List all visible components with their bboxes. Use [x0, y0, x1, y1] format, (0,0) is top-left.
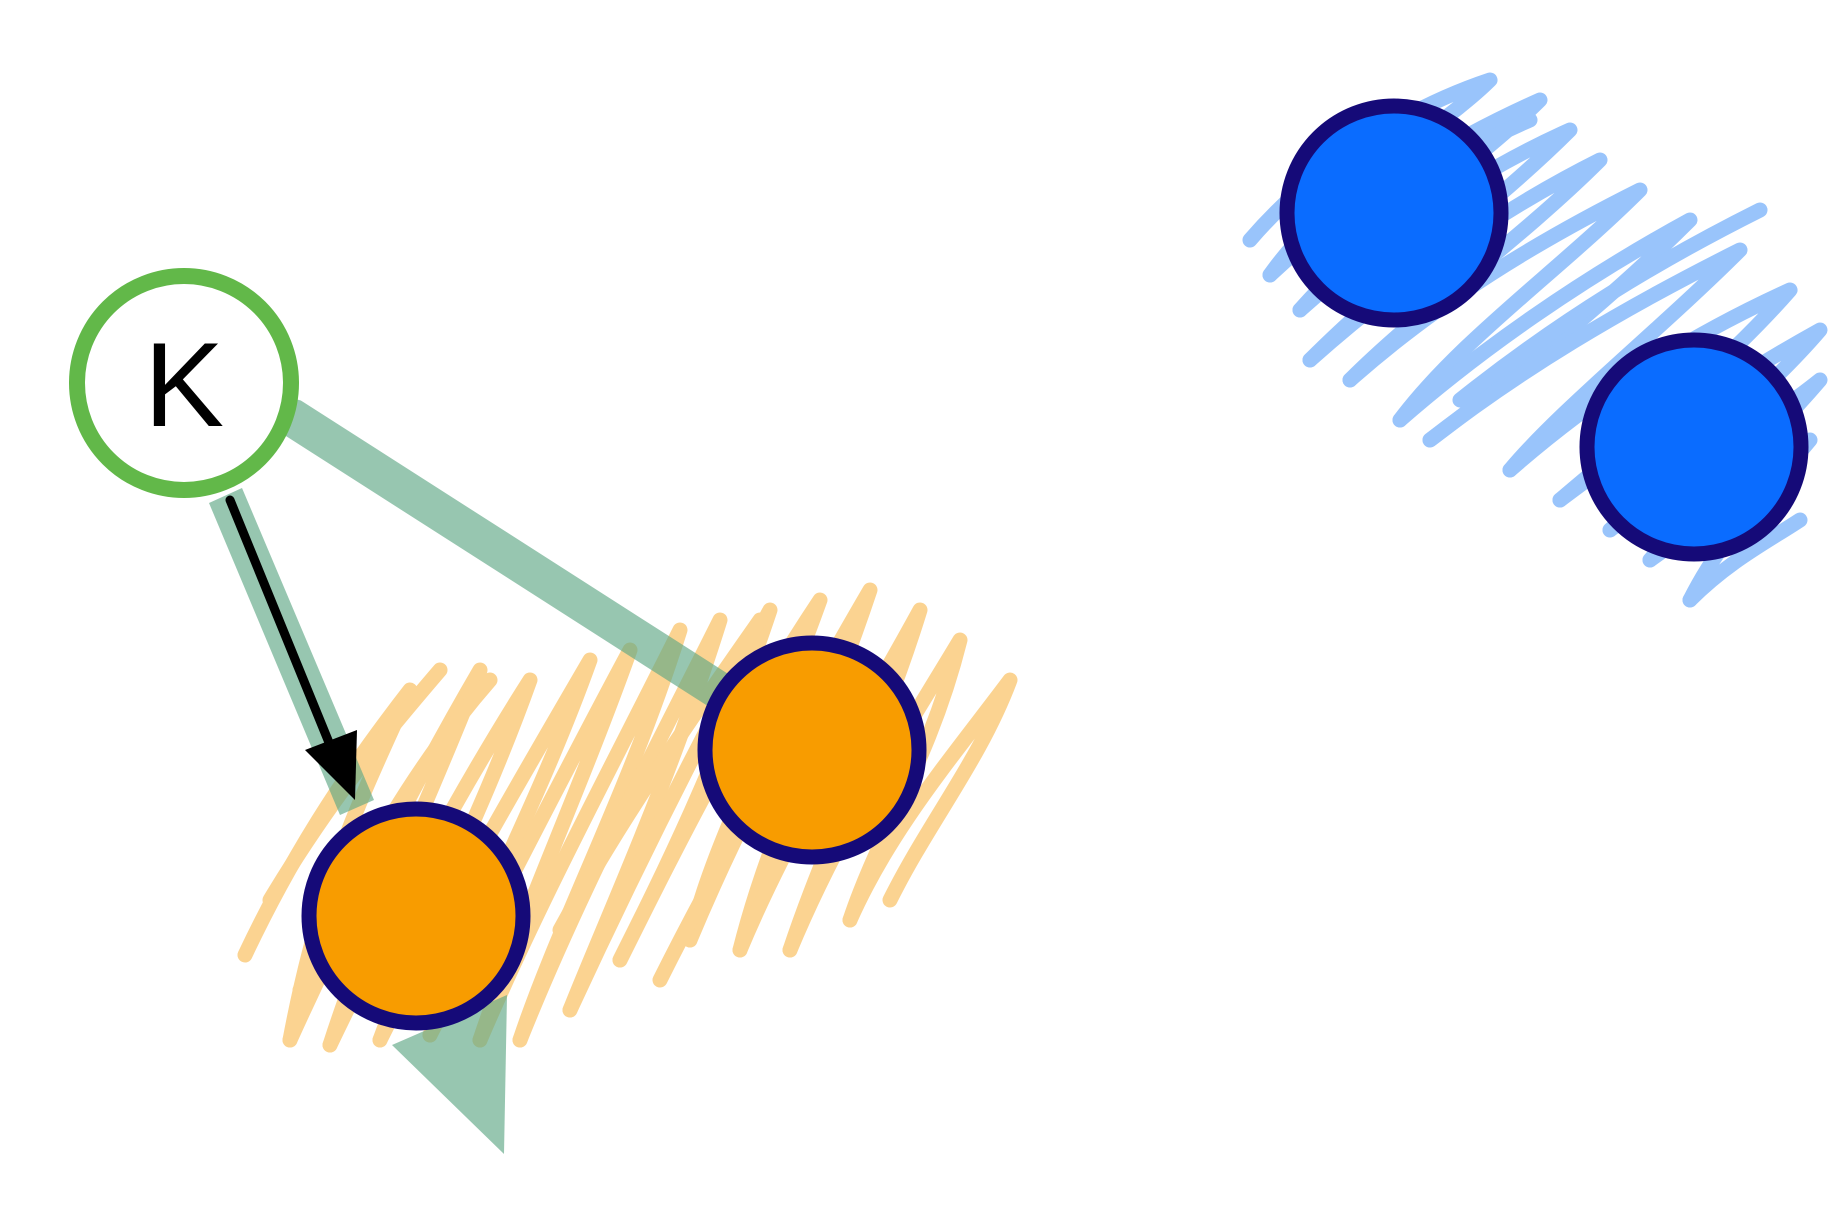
orange-node-2-circle	[697, 635, 927, 865]
blue-node-1-circle	[1279, 98, 1509, 328]
key-node[interactable]: K	[69, 268, 299, 498]
blue-node-2[interactable]	[1579, 332, 1809, 562]
key-node-circle	[69, 268, 299, 498]
highlight-line-to-orange-node-2	[274, 399, 737, 709]
orange-node-1[interactable]	[301, 801, 531, 1031]
key-node-label: K	[144, 318, 224, 452]
blue-node-2-circle	[1579, 332, 1809, 562]
orange-node-2[interactable]	[697, 635, 927, 865]
orange-node-1-circle	[301, 801, 531, 1031]
blue-node-1[interactable]	[1279, 98, 1509, 328]
pointer-arrow	[225, 495, 357, 800]
